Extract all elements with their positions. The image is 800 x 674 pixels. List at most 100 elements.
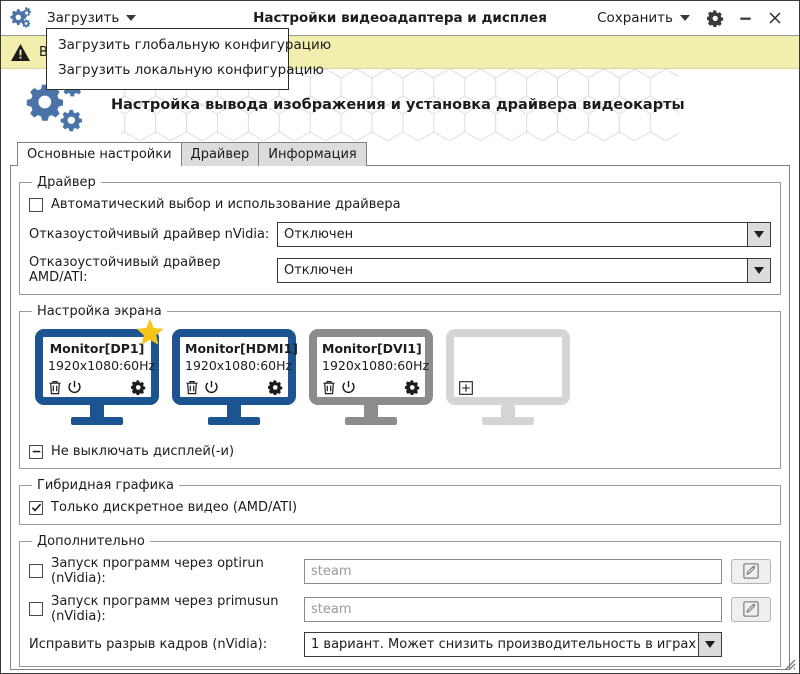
tearing-fix-select[interactable]: 1 вариант. Может снизить производительно… [304, 632, 722, 657]
power-icon[interactable] [341, 380, 356, 395]
resize-grip-icon[interactable] [782, 656, 796, 670]
driver-group-legend: Драйвер [37, 175, 96, 190]
optirun-checkbox[interactable] [29, 564, 43, 578]
primusrun-placeholder: steam [311, 601, 352, 617]
hybrid-graphics-group: Гибридная графика Только дискретное виде… [19, 478, 781, 525]
amd-fallback-label: Отказоустойчивый драйвер AMD/ATI: [29, 255, 221, 285]
keep-display-on-checkbox[interactable] [29, 444, 43, 459]
edit-pencil-icon [743, 601, 759, 617]
discrete-video-checkbox[interactable] [29, 500, 43, 515]
monitor-name: Monitor[DP1] [49, 341, 145, 356]
minimize-icon [739, 17, 751, 20]
monitor-resolution: 1920x1080:60Hz [185, 358, 293, 373]
amd-fallback-value: Отключен [284, 262, 354, 278]
primusrun-checkbox[interactable] [29, 602, 43, 616]
monitor-actions [322, 380, 420, 395]
monitor-stand [227, 405, 241, 417]
tearing-fix-value: 1 вариант. Может снизить производительно… [311, 637, 697, 652]
monitor-base [208, 417, 260, 425]
gear-icon [706, 9, 723, 27]
driver-group: Драйвер Автоматический выбор и использов… [19, 175, 781, 295]
primary-star-icon [136, 319, 164, 345]
primusrun-label: Запуск программ через primusun (nVidia): [51, 594, 279, 624]
trash-icon[interactable] [48, 380, 62, 395]
monitor-base [71, 417, 123, 425]
load-menu-label: Загрузить [47, 10, 120, 26]
monitor-card[interactable]: Monitor[HDMI1] 1920x1080:60Hz [172, 329, 298, 425]
monitor-resolution: 1920x1080:60Hz [322, 358, 430, 373]
extra-group: Дополнительно Запуск программ через opti… [19, 534, 781, 667]
gear-icon[interactable] [131, 380, 146, 395]
extra-group-legend: Дополнительно [37, 534, 145, 549]
settings-button[interactable] [700, 1, 730, 36]
minimize-button[interactable] [730, 1, 760, 36]
close-button[interactable] [760, 1, 790, 36]
keep-display-on-checkbox-row[interactable]: Не выключать дисплей(-и) [29, 444, 234, 459]
gear-icon[interactable] [405, 380, 420, 395]
tab-driver[interactable]: Драйвер [180, 142, 260, 166]
close-icon [769, 12, 781, 24]
screen-group-legend: Настройка экрана [37, 304, 162, 319]
chevron-down-icon [680, 15, 690, 21]
power-icon[interactable] [204, 380, 219, 395]
edit-pencil-icon [743, 563, 759, 579]
monitor-stand [364, 405, 378, 417]
hybrid-graphics-legend: Гибридная графика [37, 478, 174, 493]
power-icon[interactable] [67, 380, 82, 395]
discrete-video-label: Только дискретное видео (AMD/ATI) [51, 500, 298, 515]
monitor-base [482, 417, 534, 425]
nvidia-fallback-value: Отключен [284, 227, 354, 242]
optirun-placeholder: steam [311, 563, 352, 579]
menu-item-global-config[interactable]: Загрузить глобальную конфигурацию [58, 37, 332, 53]
header-title: Настройка вывода изображения и установка… [111, 97, 685, 113]
gear-icon[interactable] [268, 380, 283, 395]
monitor-card-empty[interactable] [446, 329, 570, 425]
add-icon[interactable] [459, 381, 473, 395]
monitor-card[interactable]: Monitor[DP1] 1920x1080:60Hz [35, 319, 164, 425]
optirun-checkbox-row[interactable]: Запуск программ через optirun (nVidia): [29, 556, 304, 586]
nvidia-fallback-select[interactable]: Отключен [277, 222, 771, 247]
monitor-actions [48, 380, 146, 395]
monitor-card[interactable]: Monitor[DVI1] 1920x1080:60Hz [309, 329, 433, 425]
primusrun-edit-button[interactable] [731, 596, 771, 622]
warning-text: В [39, 44, 48, 60]
monitor-stand [501, 405, 515, 417]
primusrun-checkbox-row[interactable]: Запуск программ через primusun (nVidia): [29, 594, 304, 624]
main-settings-panel: Драйвер Автоматический выбор и использов… [10, 165, 790, 670]
monitor-name: Monitor[DVI1] [322, 341, 422, 356]
screen-group: Настройка экрана Monitor[DP1] 1920x1080:… [19, 304, 781, 469]
primusrun-input[interactable]: steam [304, 596, 722, 622]
save-menu-button[interactable]: Сохранить [585, 1, 700, 36]
chevron-down-icon [698, 633, 721, 656]
optirun-input[interactable]: steam [304, 558, 722, 584]
auto-driver-checkbox[interactable] [29, 197, 43, 212]
optirun-edit-button[interactable] [731, 558, 771, 584]
amd-fallback-select[interactable]: Отключен [277, 257, 771, 283]
auto-driver-label: Автоматический выбор и использование дра… [51, 197, 401, 212]
monitor-base [345, 417, 397, 425]
monitor-stand [90, 405, 104, 417]
save-menu-label: Сохранить [597, 10, 673, 26]
monitor-name: Monitor[HDMI1] [185, 341, 298, 356]
auto-driver-checkbox-row[interactable]: Автоматический выбор и использование дра… [29, 197, 401, 212]
monitor-list: Monitor[DP1] 1920x1080:60Hz [29, 319, 771, 431]
tab-main-settings[interactable]: Основные настройки [17, 142, 182, 166]
discrete-video-checkbox-row[interactable]: Только дискретное видео (AMD/ATI) [29, 500, 297, 515]
load-dropdown-menu[interactable]: Загрузить глобальную конфигурацию Загруз… [46, 28, 332, 90]
trash-icon[interactable] [322, 380, 336, 395]
nvidia-fallback-label: Отказоустойчивый драйвер nVidia: [29, 227, 270, 242]
tab-information[interactable]: Информация [258, 142, 367, 166]
monitor-screen [446, 329, 570, 405]
trash-icon[interactable] [185, 380, 199, 395]
monitor-actions [185, 380, 283, 395]
load-menu-button[interactable]: Загрузить [35, 1, 146, 36]
titlebar-right-controls: Сохранить [585, 1, 799, 36]
menu-item-local-config[interactable]: Загрузить локальную конфигурацию [58, 62, 324, 78]
warning-triangle-icon [11, 43, 30, 61]
monitor-screen: Monitor[DVI1] 1920x1080:60Hz [309, 329, 433, 405]
app-gears-icon [1, 1, 35, 36]
monitor-resolution: 1920x1080:60Hz [48, 358, 156, 373]
chevron-down-icon [747, 258, 770, 282]
tearing-fix-label: Исправить разрыв кадров (nVidia): [29, 637, 268, 652]
